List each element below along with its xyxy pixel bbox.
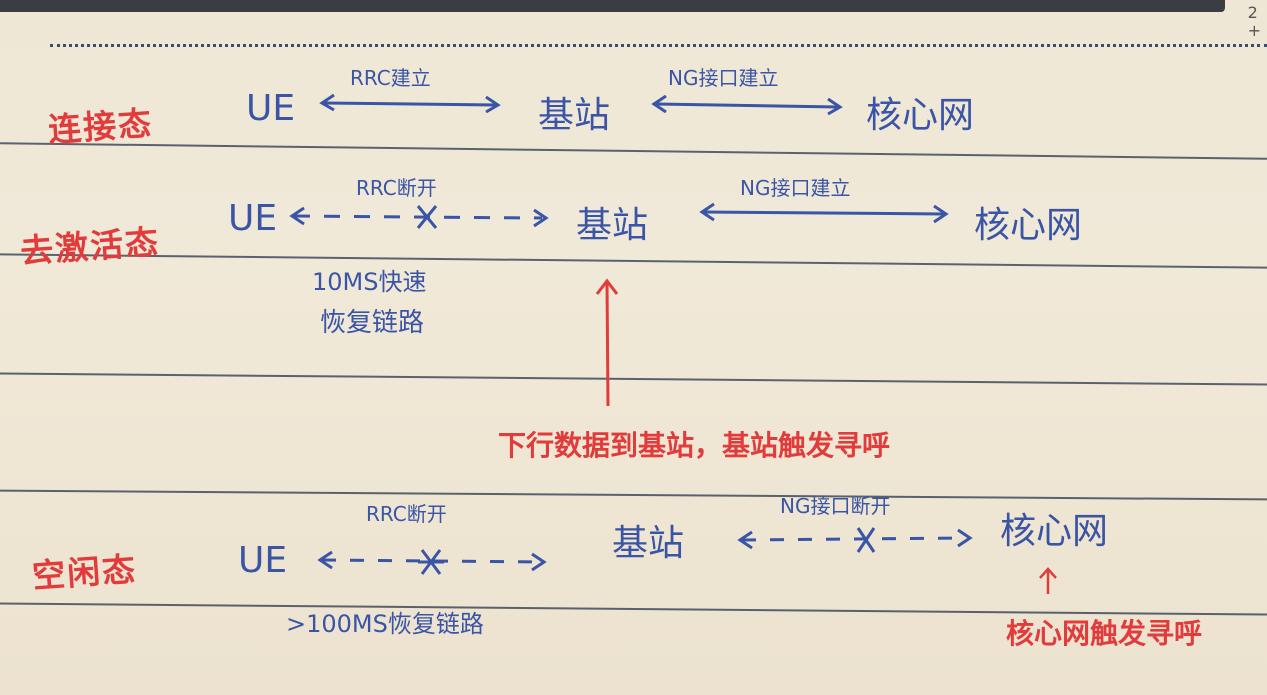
- row1-ng-label: NG接口建立: [668, 66, 779, 90]
- page-edge-mark: 2+: [1247, 3, 1261, 40]
- row1-rrc-label: RRC建立: [350, 66, 431, 90]
- row3-rrc-label: RRC断开: [366, 502, 447, 526]
- row1-core-network: 核心网: [866, 95, 975, 136]
- row3-rrc-broken-arrow: [317, 549, 547, 575]
- dotted-header-rule: [50, 44, 1267, 47]
- state-idle-label: 空闲态: [30, 549, 139, 596]
- paging-trigger-arrow: [595, 278, 619, 407]
- row1-ng-arrow: [651, 94, 843, 116]
- row3-core-paging-note: 核心网触发寻呼: [1006, 617, 1203, 650]
- row3-ng-label: NG接口断开: [780, 494, 891, 518]
- ruled-line: [0, 142, 1267, 160]
- state-connected-label: 连接态: [46, 103, 155, 150]
- row3-ue: UE: [238, 540, 288, 581]
- row2-ng-arrow: [699, 202, 949, 224]
- row2-rrc-label: RRC断开: [356, 176, 437, 200]
- row3-base-station: 基站: [612, 523, 685, 564]
- row2-ue: UE: [228, 198, 278, 239]
- row2-core-network: 核心网: [974, 205, 1083, 246]
- row2-paging-trigger-note: 下行数据到基站，基站触发寻呼: [498, 429, 891, 462]
- ruled-line: [0, 253, 1267, 269]
- core-paging-arrow: [1039, 567, 1057, 594]
- row3-recovery-note: >100MS恢复链路: [286, 610, 484, 638]
- row2-recovery-note-line1: 10MS快速: [312, 268, 427, 296]
- row2-rrc-broken-arrow: [289, 205, 549, 229]
- ruled-line: [0, 372, 1267, 386]
- ruled-line: [0, 489, 1267, 501]
- row3-core-network: 核心网: [1000, 511, 1109, 552]
- row2-recovery-note-line2: 恢复链路: [320, 308, 425, 338]
- state-inactive-label: 去激活态: [18, 222, 162, 271]
- row3-ng-broken-arrow: [737, 527, 973, 553]
- notebook-top-edge: [0, 0, 1267, 14]
- row1-rrc-arrow: [319, 93, 501, 114]
- row1-ue: UE: [246, 88, 296, 129]
- row2-base-station: 基站: [576, 205, 649, 246]
- row2-ng-label: NG接口建立: [740, 176, 851, 200]
- row1-base-station: 基站: [538, 95, 611, 136]
